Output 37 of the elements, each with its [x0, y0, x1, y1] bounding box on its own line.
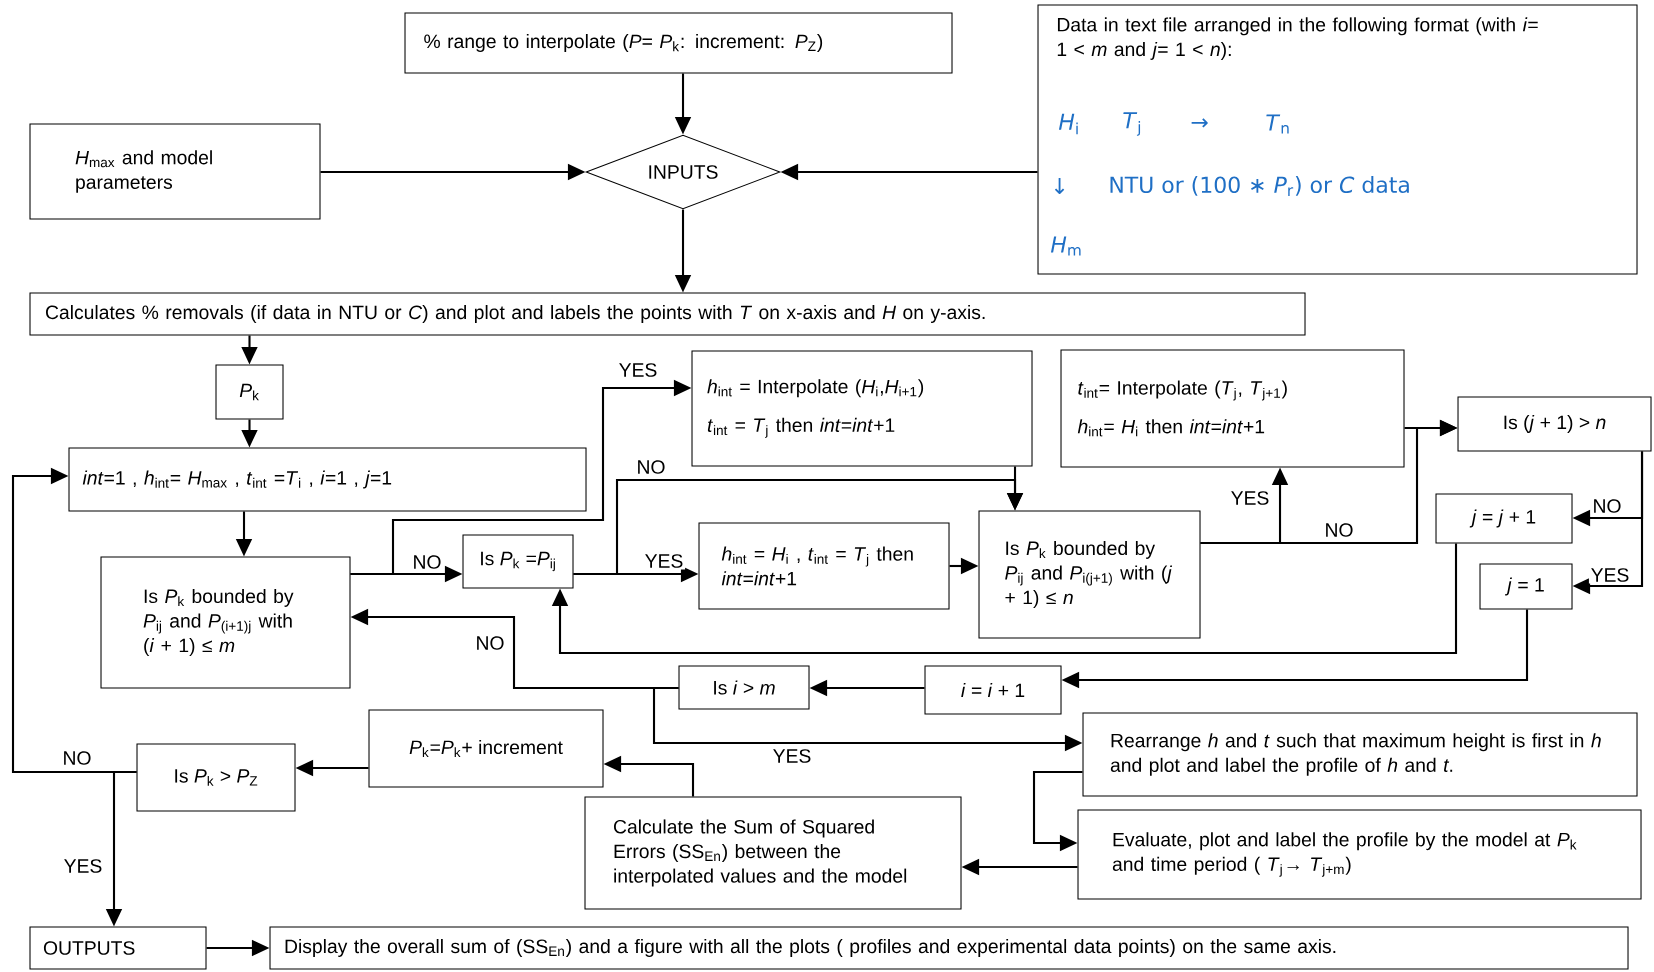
process-box: Rearrange h and t such that maximum height is first in h and plot and label the profile of h and t. — [1082, 712, 1638, 797]
process-box: int=1 , h$_{int}$= H$_{max}$ , t$_{int}$ =T$_{i}$ , i=1 , j=1 — [68, 447, 587, 512]
process-box: Evaluate, plot and label the profile by the model at P$_{k}$ and time period ( T$_{j}$→ T$_{j+m}$) — [1077, 809, 1642, 900]
edge-label: NO — [1590, 497, 1624, 515]
decision-box: Is P$_{k}$ bounded by P$_{ij}$ and P$_{i(j+1)}$ with (j+ 1) ≤ n — [978, 510, 1201, 639]
edge-label: YES — [770, 747, 814, 765]
process-box: P$_{k}$ — [215, 364, 284, 420]
process-box: h$_{int}$ = Interpolate (H$_{i}$,H$_{i+1}$) t$_{int}$ = T$_{j}$ then int=int+1 — [691, 350, 1033, 467]
edge-label: YES — [1588, 566, 1632, 584]
decision-box: Is P$_{k}$ bounded by P$_{ij}$ and P$_{(i+1)j}$ with (i+ 1) ≤ m — [100, 556, 351, 689]
process-box: P$_{k}$=P$_{k}$+ increment — [368, 709, 604, 788]
process-box: Calculates % removals (if data in NTU or C) and plot and labels the points with T on x-axis and H on y-axis. — [29, 292, 1306, 336]
process-box: h$_{int}$ = H$_{i}$ , t$_{int}$ = T$_{j}$ then int=int+1 — [698, 522, 950, 610]
process-box: j = j + 1 — [1435, 493, 1573, 544]
data-format-box: Data in text file arranged in the following format (with i= 1 < m and j= 1 < n): H$_{i}$ T$_{j}$ → T$_{n}$ ↓ NTU or (100 ∗ P$_{r}$) or C data H$_{m}$ — [1037, 4, 1638, 275]
decision-box: Is P$_{k}$ =P$_{ij}$ — [462, 534, 574, 589]
edge-label: YES — [61, 857, 105, 875]
edge-label: YES — [642, 552, 686, 570]
process-box: i = i + 1 — [924, 665, 1062, 715]
terminal-box: OUTPUTS — [29, 926, 207, 970]
edge-label: YES — [1228, 489, 1272, 507]
decision-box: Is P$_{k}$ > P$_{Z}$ — [136, 743, 296, 812]
decision-box: Is i > m — [678, 665, 810, 710]
process-box: j = 1 — [1479, 563, 1573, 610]
decision-box: Is (j + 1) > n — [1457, 396, 1652, 452]
edge-label: NO — [410, 553, 444, 571]
process-box: t$_{int}$= Interpolate (T$_{j}$, T$_{j+1}$) h$_{int}$= H$_{i}$ then int=int+1 — [1060, 349, 1405, 468]
edge-label: YES — [616, 361, 660, 379]
edge-label: NO — [473, 634, 507, 652]
edge-label: NO — [60, 749, 94, 767]
process-box: H$_{max}$ and model parameters — [29, 123, 321, 220]
output-box: Display the overall sum of (SS$_{En}$) and a figure with all the plots ( profiles and experimental data points) on the same axis. — [269, 926, 1629, 970]
arrow — [551, 543, 1458, 655]
edge-label: NO — [1322, 521, 1356, 539]
process-box: % range to interpolate (P= P$_{k}$: increment: P$_{Z}$) — [404, 12, 953, 74]
process-box: Calculate the Sum of Squared Errors (SS$_{En}$) between the interpolated values and the model — [584, 796, 962, 910]
edge-label: NO — [634, 458, 668, 476]
